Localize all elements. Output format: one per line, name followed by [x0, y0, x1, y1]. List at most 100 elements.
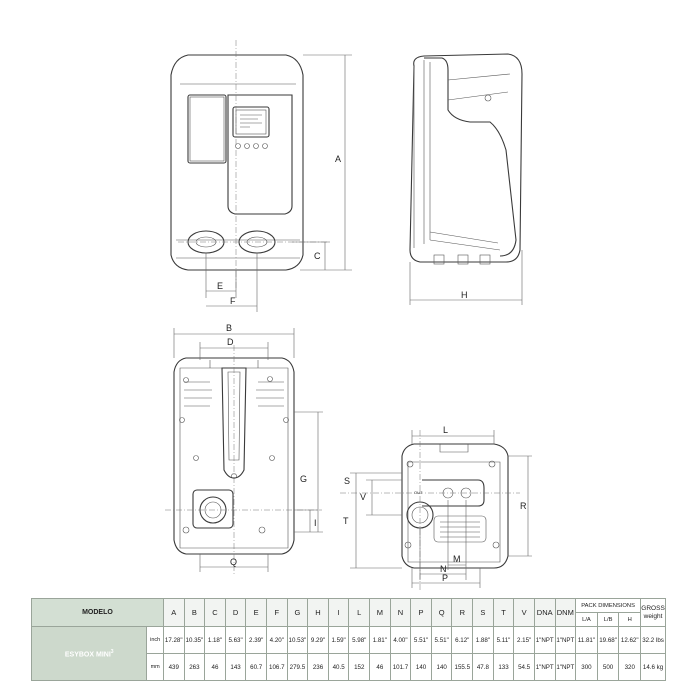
dim-label-r: R — [520, 501, 527, 511]
mm-value: 101.7 — [389, 653, 412, 681]
inch-value: 4.20" — [265, 626, 288, 654]
dim-label-i: I — [314, 518, 317, 528]
control-button — [262, 143, 268, 149]
inch-pack-value: 19.68" — [596, 626, 620, 654]
mm-value: 143 — [224, 653, 247, 681]
mm-value: 1"NPT — [533, 653, 556, 681]
pack-col-header: H — [618, 612, 642, 627]
mounting-hole — [258, 526, 266, 534]
mm-value: 106.7 — [265, 653, 288, 681]
inch-value: 1"NPT — [554, 626, 577, 654]
inch-value: 10.35" — [183, 626, 206, 654]
col-header: I — [327, 598, 350, 627]
col-header: A — [162, 598, 185, 627]
pack-dimensions-header: PACK DIMENSIONS — [575, 598, 642, 613]
mm-value: 46 — [369, 653, 391, 681]
mm-value: 1"NPT — [554, 653, 577, 681]
inch-pack-value: 11.81" — [575, 626, 598, 654]
inch-value: 1"NPT — [533, 626, 556, 654]
modelo-header: MODELO — [31, 598, 164, 627]
dim-label-t: T — [343, 516, 349, 526]
dim-label-a: A — [335, 154, 341, 164]
inch-value: 1.81" — [369, 626, 391, 654]
mm-value: 152 — [348, 653, 371, 681]
inch-value: 5.51" — [430, 626, 453, 654]
dim-label-s: S — [344, 476, 350, 486]
dim-label-m: M — [453, 554, 461, 564]
mm-value: 155.5 — [451, 653, 474, 681]
mm-value: 47.8 — [472, 653, 494, 681]
col-header: G — [286, 598, 309, 627]
inch-value: 4.00" — [389, 626, 412, 654]
inch-value: 10.53" — [286, 626, 309, 654]
model-name: ESYBOX MINI — [64, 651, 111, 659]
control-button — [253, 143, 259, 149]
mm-value: 439 — [162, 653, 185, 681]
dim-label-d: D — [227, 337, 234, 347]
vent-grille-right — [256, 381, 284, 407]
pack-col-header: L/A — [575, 612, 598, 627]
col-header: S — [472, 598, 494, 627]
col-header: N — [389, 598, 412, 627]
out-label: OUT — [414, 490, 423, 495]
inch-value: 5.98" — [348, 626, 371, 654]
dim-label-v: V — [360, 492, 366, 502]
mm-gross-value: 14.6 kg — [640, 653, 666, 681]
inch-gross-value: 32.2 lbs — [640, 626, 666, 654]
gross-weight-header: GROSS weight — [640, 598, 666, 627]
suction-port — [192, 489, 234, 529]
model-name-cell: ESYBOX MINI3 — [30, 626, 148, 681]
display-screen — [232, 106, 270, 138]
unit-mm: mm — [146, 653, 164, 681]
mm-pack-value: 300 — [575, 653, 598, 681]
dim-label-n: N — [440, 564, 447, 574]
mm-value: 60.7 — [245, 653, 267, 681]
col-header: L — [348, 598, 371, 627]
inch-value: 5.63" — [224, 626, 247, 654]
control-button — [235, 143, 241, 149]
technical-drawings: A C E F H — [165, 40, 532, 590]
inch-value: 1.18" — [204, 626, 226, 654]
mm-value: 133 — [492, 653, 515, 681]
inch-value: 5.51" — [410, 626, 432, 654]
control-button — [244, 143, 250, 149]
dim-label-b: B — [226, 323, 232, 333]
col-header: P — [410, 598, 432, 627]
dim-label-c: C — [314, 251, 321, 261]
mm-value: 140 — [410, 653, 432, 681]
mm-pack-value: 320 — [618, 653, 642, 681]
inch-value: 9.29" — [307, 626, 329, 654]
inch-value: 17.28" — [162, 626, 185, 654]
unit-inch: inch — [146, 626, 164, 654]
side-screw — [484, 94, 492, 102]
pack-col-header: L/B — [596, 612, 620, 627]
inch-value: 2.15" — [513, 626, 535, 654]
bottom-view: B D G I Q — [165, 323, 323, 575]
side-view: H — [409, 53, 523, 305]
col-header: D — [224, 598, 247, 627]
col-header: R — [451, 598, 474, 627]
col-header: V — [513, 598, 535, 627]
dim-label-h: H — [461, 290, 468, 300]
front-view: A C E F — [170, 40, 352, 312]
mm-value: 279.5 — [286, 653, 309, 681]
mm-pack-value: 500 — [596, 653, 620, 681]
col-header: C — [204, 598, 226, 627]
mm-value: 140 — [430, 653, 453, 681]
mm-value: 46 — [204, 653, 226, 681]
inch-value: 2.39" — [245, 626, 267, 654]
mm-value: 263 — [183, 653, 206, 681]
dim-label-l: L — [443, 425, 448, 435]
model-superscript: 3 — [110, 648, 114, 655]
col-header: F — [265, 598, 288, 627]
dim-label-e: E — [217, 281, 223, 291]
dim-label-q: Q — [230, 557, 237, 567]
mm-value: 54.5 — [513, 653, 535, 681]
dim-label-f: F — [230, 296, 236, 306]
inch-value: 1.88" — [472, 626, 494, 654]
col-header: DNM — [554, 598, 577, 627]
front-cover-panel — [187, 94, 227, 164]
inch-pack-value: 12.62" — [618, 626, 642, 654]
col-header: E — [245, 598, 267, 627]
col-header: T — [492, 598, 515, 627]
